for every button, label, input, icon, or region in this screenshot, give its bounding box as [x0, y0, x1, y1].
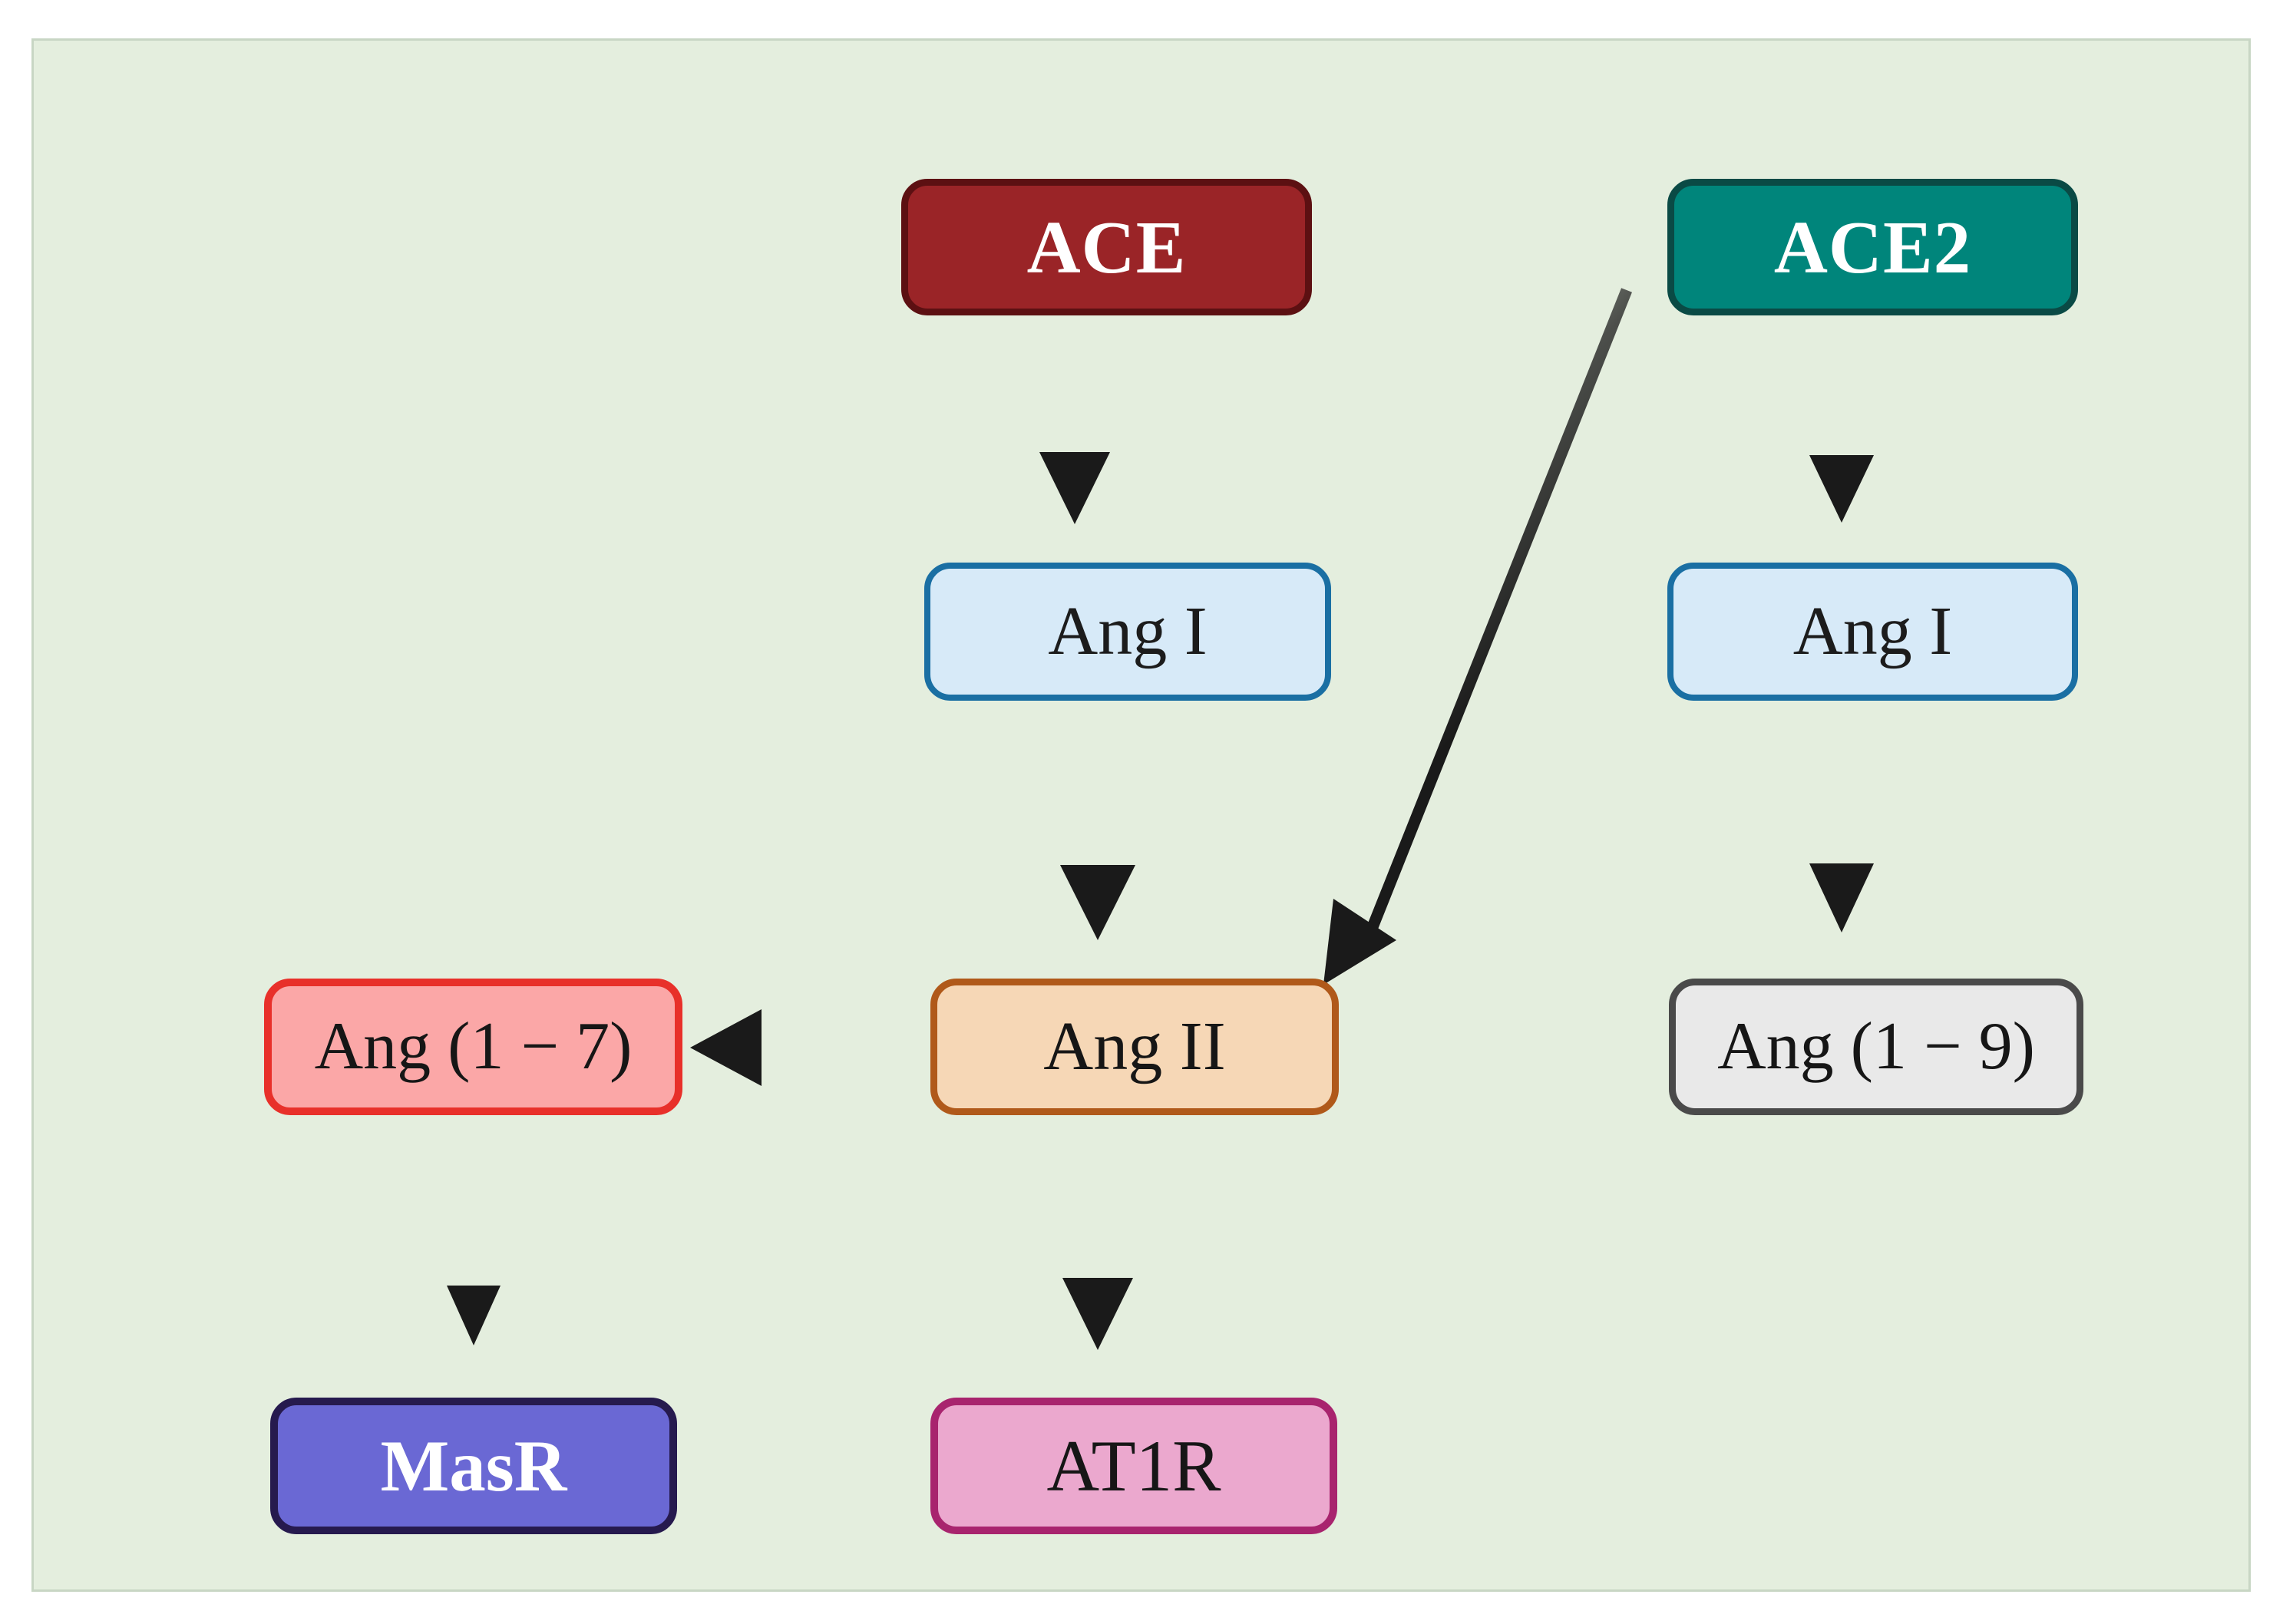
edge-ang-ii-to-at1r — [1062, 1124, 1133, 1350]
edge-ace2-to-ang-ii — [1323, 288, 1632, 985]
node-ace[interactable]: ACE — [901, 179, 1312, 315]
node-ang-i-left-label: Ang I — [1048, 593, 1208, 669]
node-ang-1-7[interactable]: Ang (1 − 7) — [264, 979, 682, 1115]
node-masr[interactable]: MasR — [270, 1398, 677, 1534]
edge-ang-1-7-to-masr — [447, 1124, 501, 1345]
node-masr-label: MasR — [380, 1424, 567, 1507]
node-ang-i-right[interactable]: Ang I — [1667, 563, 2078, 701]
node-ace2[interactable]: ACE2 — [1667, 179, 2078, 315]
node-at1r[interactable]: AT1R — [930, 1398, 1337, 1534]
node-ang-1-9-label: Ang (1 − 9) — [1717, 1009, 2035, 1084]
node-ang-ii-label: Ang II — [1043, 1008, 1226, 1084]
node-at1r-label: AT1R — [1046, 1424, 1221, 1507]
node-ang-i-right-label: Ang I — [1792, 593, 1953, 669]
edge-ace2-to-ang-i — [1809, 280, 1874, 523]
node-ace2-label: ACE2 — [1773, 206, 1972, 289]
figure-canvas: ACE ACE2 Ang I Ang I Ang II Ang (1 − 7) … — [31, 38, 2251, 1592]
edge-ang-ii-to-ang-1-7 — [690, 1009, 905, 1086]
edge-ang-i-to-ang-ii — [1060, 670, 1135, 940]
node-ang-i-left[interactable]: Ang I — [924, 563, 1331, 701]
node-ang-1-9[interactable]: Ang (1 − 9) — [1669, 979, 2083, 1115]
edge-ace-to-ang-i — [1039, 280, 1110, 524]
node-ang-ii[interactable]: Ang II — [930, 979, 1339, 1115]
edge-ang-i-to-ang-1-9 — [1809, 670, 1874, 932]
node-ang-1-7-label: Ang (1 − 7) — [314, 1009, 633, 1084]
node-ace-label: ACE — [1026, 206, 1187, 289]
